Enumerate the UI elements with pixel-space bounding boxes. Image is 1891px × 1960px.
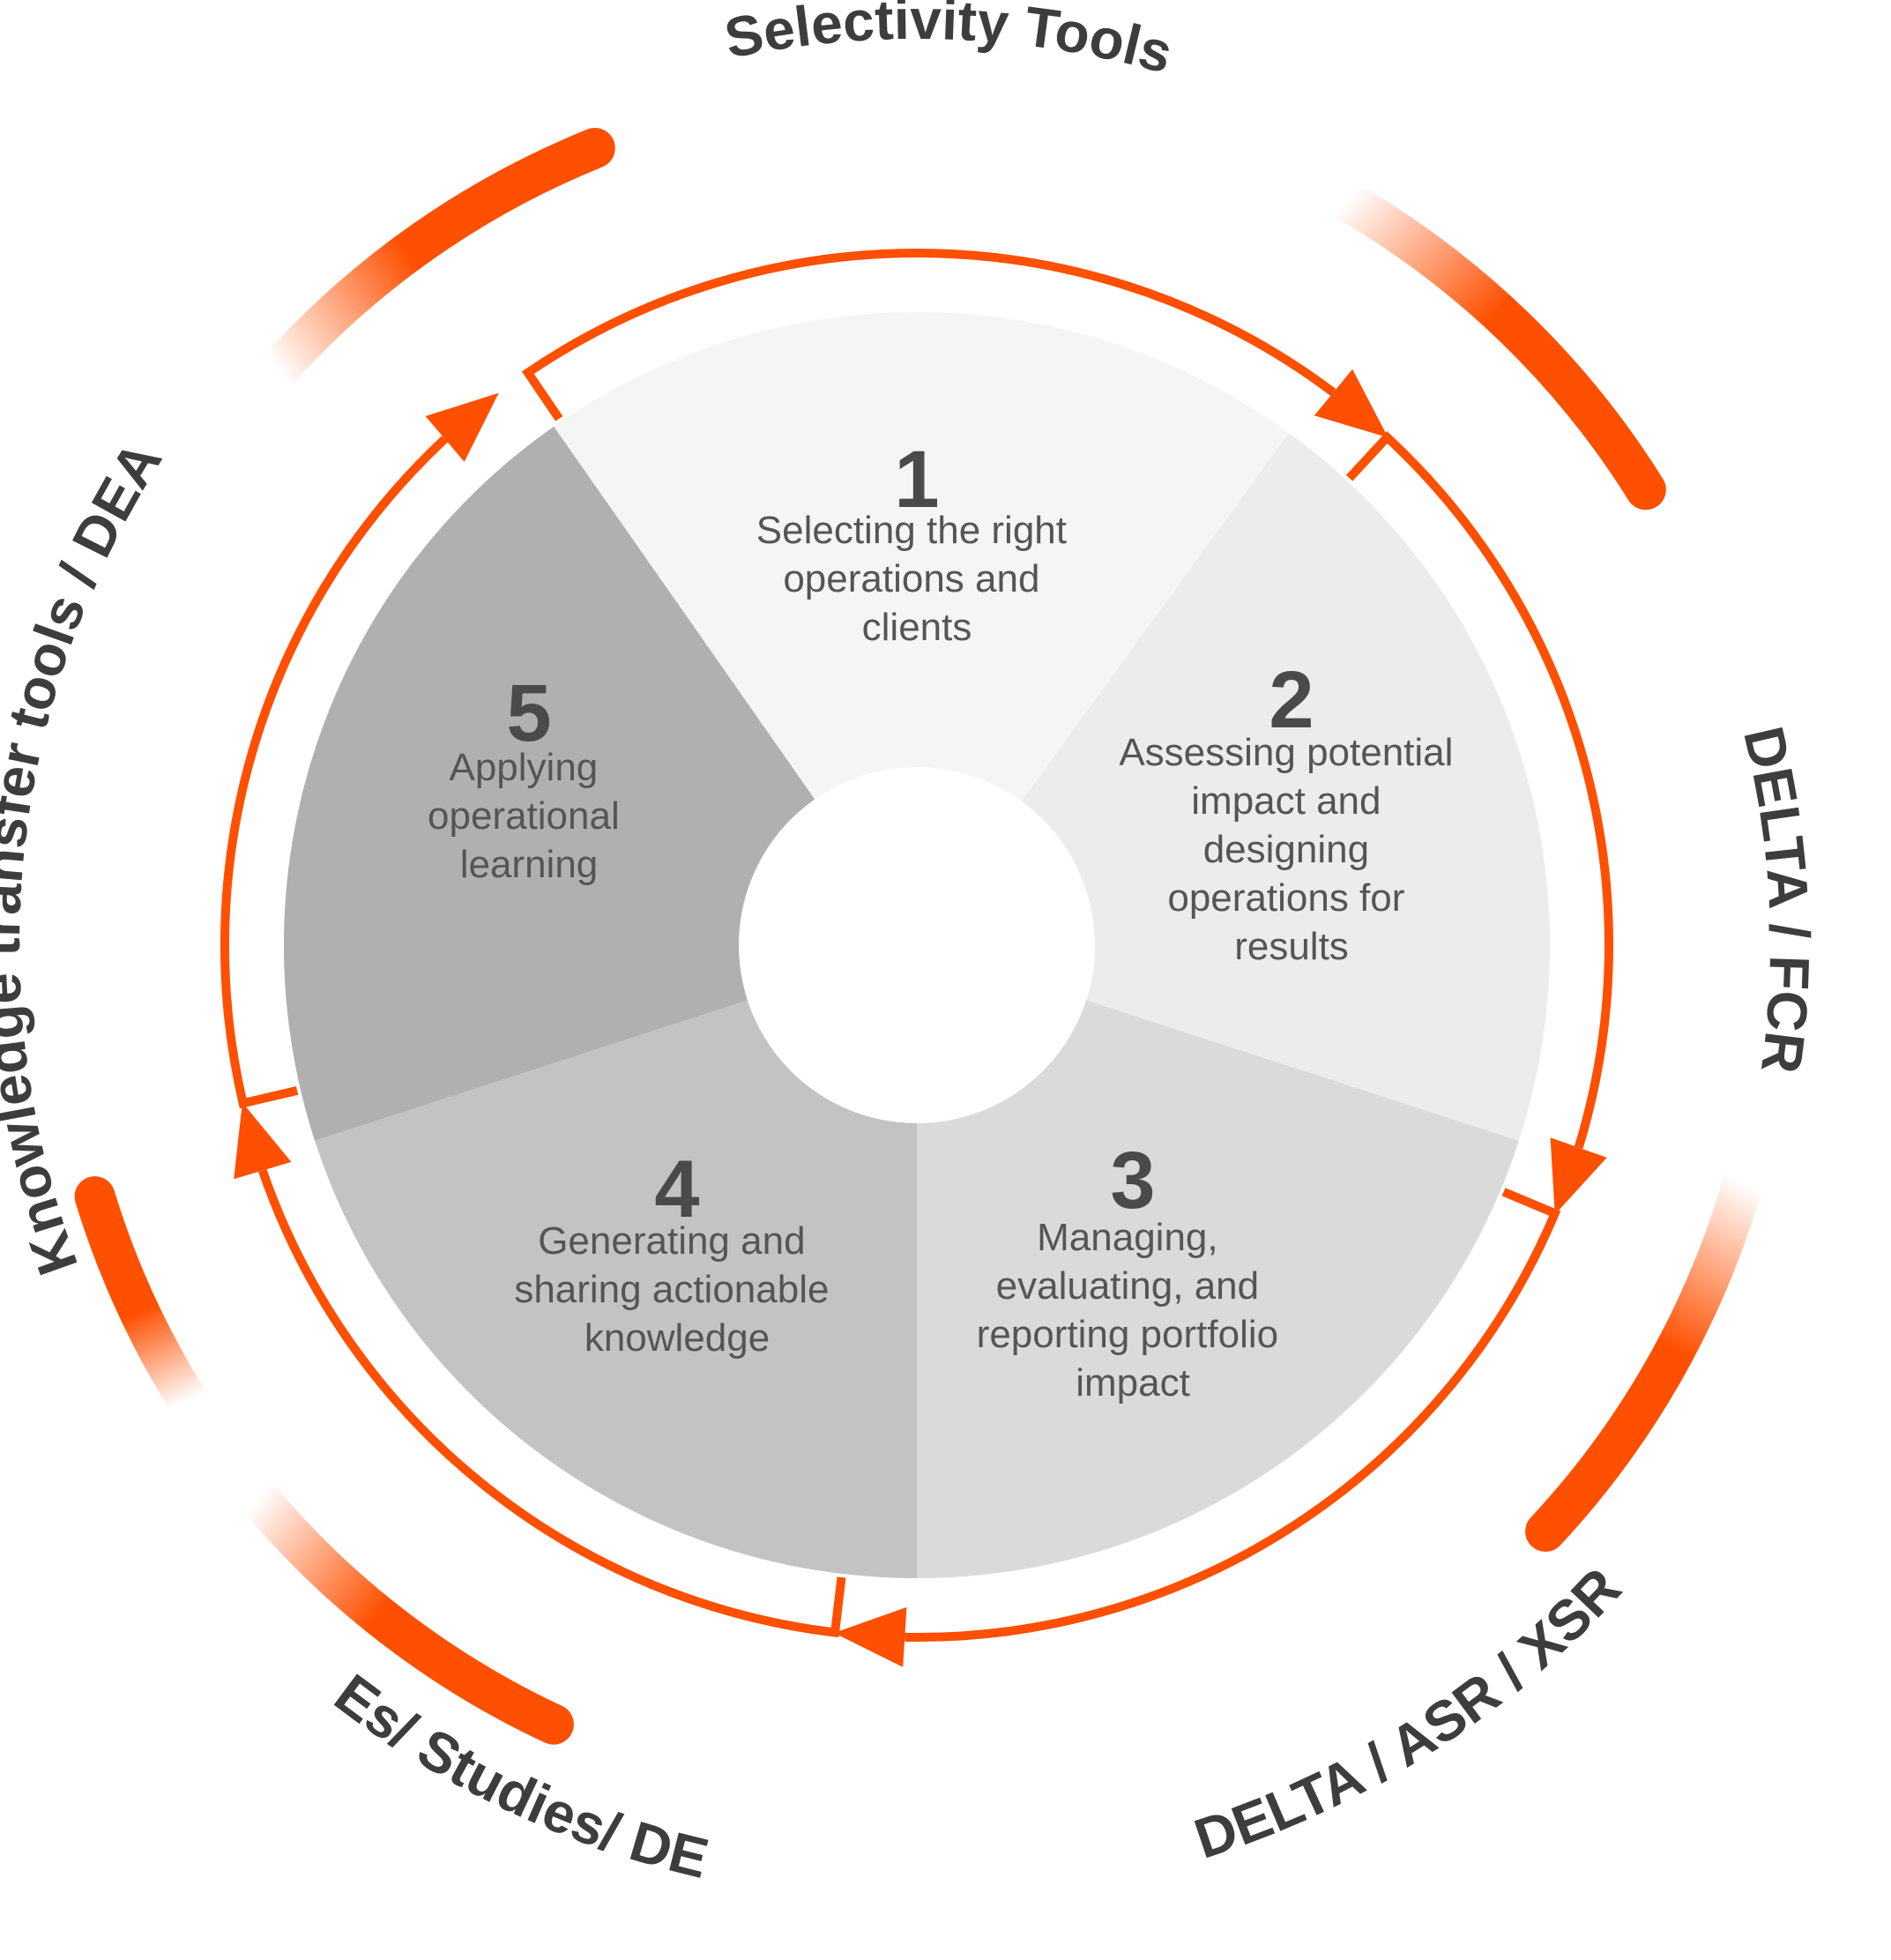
outer-arc bbox=[257, 128, 615, 391]
center-hub bbox=[739, 767, 1095, 1123]
segment-4-number: 4 bbox=[654, 1144, 699, 1234]
cycle-bracket bbox=[220, 436, 449, 1109]
arrow-icon bbox=[234, 1102, 292, 1180]
outer-arc bbox=[74, 1176, 209, 1421]
segment-3 bbox=[917, 945, 1519, 1578]
segment-1-description: Selecting the right operations and clien… bbox=[756, 509, 1077, 649]
segment-3-number: 3 bbox=[1110, 1136, 1155, 1226]
segment-3-description: Managing, evaluating, and reporting port… bbox=[977, 1216, 1290, 1405]
segment-5-description: Applying operational learning bbox=[428, 746, 630, 886]
label-delta-asr-xsr: DELTA / ASR / XSR bbox=[1187, 1555, 1633, 1870]
outer-arc bbox=[1326, 180, 1666, 510]
segment-1-number: 1 bbox=[894, 435, 939, 525]
cycle-bracket bbox=[258, 1168, 846, 1638]
segment-labels: 1 Selecting the right operations and cli… bbox=[428, 435, 1463, 1405]
cycle-bracket bbox=[521, 249, 1336, 421]
outer-arc bbox=[1525, 1161, 1764, 1552]
outer-arc bbox=[238, 1477, 574, 1745]
label-selectivity-tools: Selectivity Tools bbox=[719, 0, 1179, 86]
segment-4 bbox=[315, 945, 918, 1578]
segment-2-number: 2 bbox=[1269, 655, 1314, 745]
segment-1 bbox=[554, 311, 1289, 946]
arrow-icon bbox=[1550, 1137, 1607, 1215]
arrow-icon bbox=[425, 392, 499, 462]
segment-4-description: Generating and sharing actionable knowle… bbox=[514, 1219, 839, 1360]
label-delta-fcr: DELTA / FCR bbox=[1731, 721, 1821, 1077]
arrow-icon bbox=[1314, 369, 1388, 438]
arrow-icon bbox=[834, 1606, 907, 1667]
cycle-bracket bbox=[1345, 430, 1614, 1149]
segment-5-number: 5 bbox=[506, 668, 551, 758]
segment-2-description: Assessing potential impact and designing… bbox=[1119, 731, 1463, 968]
cycle-arrows bbox=[220, 249, 1614, 1667]
label-knowledge-transfer-tools-dea: Knowledge transfer tools / DEA bbox=[0, 430, 174, 1283]
cycle-bracket bbox=[905, 1188, 1561, 1642]
outer-arcs bbox=[74, 128, 1764, 1745]
